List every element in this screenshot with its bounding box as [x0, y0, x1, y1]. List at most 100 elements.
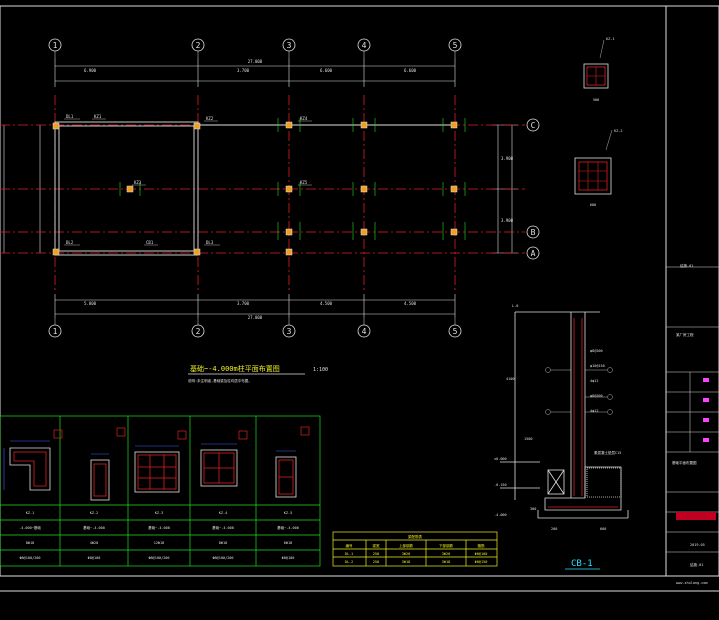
grid-row-b: B	[531, 228, 536, 237]
tb-date: 2019.05	[690, 543, 705, 547]
col-r3-c2: Φ8@100	[88, 556, 101, 560]
col-r2-c3: 12Φ18	[154, 541, 165, 545]
col-name-2: KZ-2	[90, 511, 98, 515]
grid-bubbles	[48, 38, 540, 338]
tag-cb1: CB1	[146, 240, 154, 245]
top-dim-1: 6.900	[84, 68, 97, 73]
title-block-texts: 某厂房工程 基础平面布置图 2019.05 结施-01 结施-01 www.zh…	[672, 263, 708, 585]
cb1-callout-4: φ8@200	[590, 394, 603, 398]
beam-r1-c3: 3Φ20	[402, 552, 410, 556]
column-table-texts: KZ-1 KZ-2 KZ-3 KZ-4 KZ-5 -4.000~基础 基础~-4…	[19, 511, 299, 560]
beam-h3: 上部钢筋	[399, 543, 413, 548]
beam-table	[332, 531, 498, 567]
title-block-lines	[666, 266, 719, 553]
col-r2-c1: 8Φ18	[26, 541, 34, 545]
cb1-level-2: -4.000	[494, 513, 507, 517]
grid-col-1-top: 1	[53, 41, 58, 50]
beam-h5: 箍筋	[478, 543, 486, 548]
column-table-drawings	[9, 447, 297, 501]
beam-r2-c2: 250	[373, 560, 379, 564]
col-r2-c5: 6Φ18	[284, 541, 292, 545]
col-name-1: KZ-1	[26, 511, 34, 515]
cb1-callouts	[545, 367, 613, 415]
tb-sheet-id: 结施-01	[690, 562, 703, 567]
grid-col-2-bottom: 2	[196, 327, 201, 336]
right-dim-1: 3.900	[501, 156, 514, 161]
col-r2-c4: 8Φ18	[219, 541, 227, 545]
cb1-texts: L.0 ±0.000 -0.150 -4.000 4100 1500 300 2…	[494, 304, 621, 531]
section-kz1-dim: 500	[593, 98, 599, 102]
col-r3-c3: Φ8@100/200	[148, 556, 169, 560]
tag-kz4: KZ4	[300, 116, 308, 121]
column-dim-ticks	[119, 118, 466, 240]
title-block-red-boxes	[676, 512, 716, 520]
foundation-beam-frame	[54, 121, 455, 256]
beam-table-texts: 梁配筋表 编号 梁宽 上部钢筋 下部钢筋 箍筋 DL-1 250 3Φ20 3Φ…	[345, 534, 488, 564]
col-name-5: KZ-5	[284, 511, 292, 515]
section-kz2-tag: KZ-2	[614, 129, 622, 133]
grid-col-3-top: 3	[287, 41, 292, 50]
cb1-dim-1: 4100	[506, 377, 514, 381]
grid-row-a: A	[531, 249, 536, 258]
section-kz2-dim: 600	[590, 203, 596, 207]
tag-dl1: DL1	[66, 114, 74, 119]
bottom-dim-3: 4.500	[320, 301, 333, 306]
grid-col-5-top: 5	[453, 41, 458, 50]
tag-kz2: KZ2	[206, 116, 214, 121]
grid-col-3-bottom: 3	[287, 327, 292, 336]
col-name-3: KZ-3	[155, 511, 163, 515]
dimension-texts: 6.900 3.700 6.600 6.600 27.000 5.800 3.7…	[84, 59, 514, 320]
beam-h1: 编号	[346, 543, 354, 548]
cb1-top-label: L.0	[512, 304, 518, 308]
col-r1-c2: 基础~-4.000	[83, 525, 105, 530]
cb1-dim-4: 200	[551, 527, 557, 531]
beam-r1-c2: 250	[373, 552, 379, 556]
beam-table-title: 梁配筋表	[408, 534, 422, 539]
col-r2-c2: 4Φ20	[90, 541, 98, 545]
cb1-dim-5: 600	[600, 527, 606, 531]
beam-r2-c3: 3Φ18	[402, 560, 410, 564]
plan-scale: 1:100	[313, 367, 328, 373]
col-name-4: KZ-4	[219, 511, 227, 515]
bottom-dim-4: 4.500	[404, 301, 417, 306]
tb-sheet-id-top: 结施-01	[680, 263, 693, 268]
cb1-title: CB-1	[571, 559, 593, 569]
cb1-callout-5: 4φ12	[590, 409, 598, 413]
tag-underlines	[64, 118, 312, 246]
tag-kz1: KZ1	[94, 114, 102, 119]
beam-r1-c5: Φ8@100	[475, 552, 488, 556]
drawing-border	[0, 5, 719, 577]
column-table-icons	[53, 426, 310, 440]
cb1-bottom-label: 素混凝土垫层C15	[594, 450, 621, 455]
grid-col-4-top: 4	[362, 41, 367, 50]
cb1-level-1: -0.150	[494, 483, 507, 487]
column-table-blue-dims	[3, 440, 296, 490]
col-r1-c3: 基础~-4.000	[148, 525, 170, 530]
tag-kz3: KZ3	[134, 180, 142, 185]
grid-labels: 1 2 3 4 5 1 2 3 4 5 C B A	[53, 41, 536, 336]
col-r1-c1: -4.000~基础	[19, 525, 41, 530]
cb1-level-0: ±0.000	[494, 457, 507, 461]
section-kz1-tag: KZ-1	[606, 37, 614, 41]
beam-r2-c5: Φ8@150	[475, 560, 488, 564]
tb-drawing: 基础平面布置图	[672, 460, 697, 465]
grid-leaders	[54, 51, 456, 325]
bottom-dim-total: 27.000	[248, 315, 263, 320]
bottom-dim-1: 5.800	[84, 301, 97, 306]
beam-h4: 下部钢筋	[439, 543, 453, 548]
beam-h2: 梁宽	[373, 543, 381, 548]
tb-project: 某厂房工程	[676, 332, 694, 337]
grid-col-5-bottom: 5	[453, 327, 458, 336]
top-dim-4: 6.600	[404, 68, 417, 73]
section-kz2: KZ-2 600	[574, 129, 622, 207]
grid-col-1-bottom: 1	[53, 327, 58, 336]
right-dim-2: 3.900	[501, 218, 514, 223]
bottom-dim-2: 3.700	[237, 301, 250, 306]
col-r1-c4: 基础~-4.000	[212, 525, 234, 530]
col-r3-c4: Φ8@100/200	[212, 556, 233, 560]
tag-dl2: DL2	[66, 240, 74, 245]
plan-tags: DL1 KZ1 KZ2 KZ3 KZ4 KZ5 DL2 DL3 CB1	[66, 114, 308, 245]
cb1-dim-2: 1500	[524, 437, 532, 441]
plan-note: 说明:未注明者,基础梁及柱均居中布置。	[188, 378, 252, 383]
